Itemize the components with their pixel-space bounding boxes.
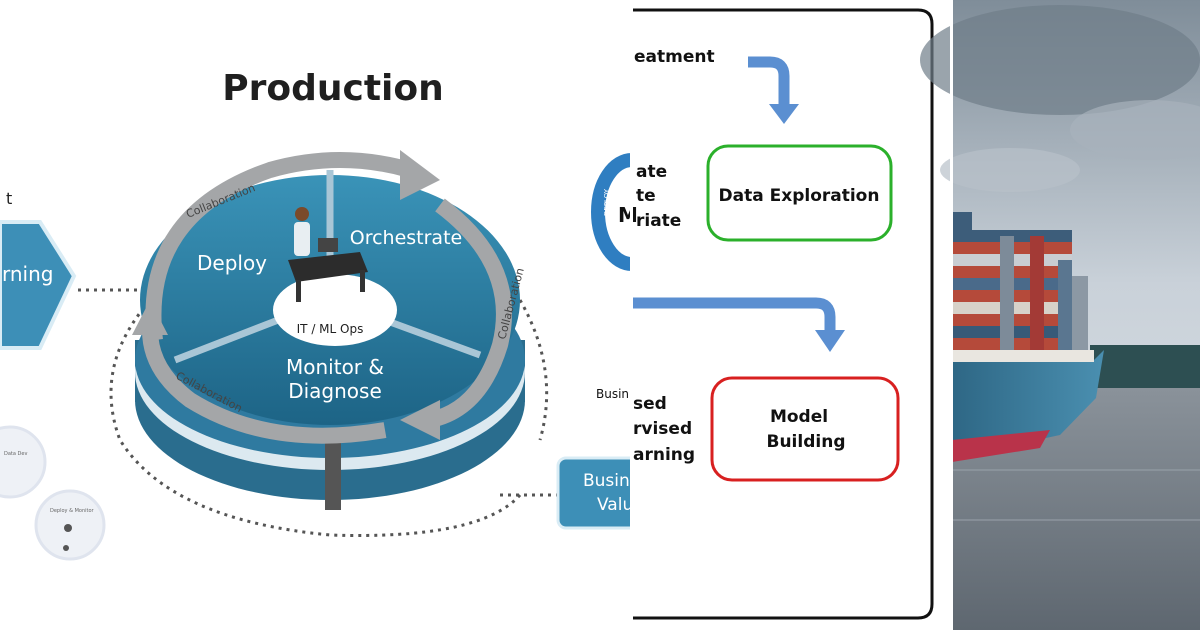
disk-pillar: [325, 430, 341, 510]
cloud: [940, 148, 1080, 192]
small-circle-2-label: Deploy & Monitor: [50, 508, 95, 514]
bottom-partial-line-2: rvised: [633, 419, 692, 439]
ship-hull-red: [952, 430, 1050, 462]
deploy-circle-label: DEPLOY: [603, 188, 611, 216]
segment-orchestrate: Orchestrate: [350, 227, 462, 249]
left-panel: Production rning t Collaboration Collabo…: [0, 68, 660, 561]
model-building-line2: Building: [767, 432, 846, 452]
business-value-line1: Busin: [583, 471, 630, 491]
left-chevron-label: rning: [2, 262, 53, 286]
person-body-icon: [294, 222, 310, 256]
deploy-circle-letter: M: [618, 203, 638, 227]
partial-line-1: ate: [636, 162, 667, 182]
ring-arrow-right: [428, 198, 512, 428]
shoreline-trees: [1090, 345, 1200, 390]
laptop-icon: [318, 238, 338, 252]
model-building-line1: Model: [770, 407, 828, 427]
right-panel-photo: [920, 0, 1200, 630]
center-hub-label: IT / ML Ops: [297, 322, 364, 336]
partial-line-3: riate: [636, 211, 681, 231]
person-head-icon: [295, 207, 309, 221]
separator: [950, 0, 953, 630]
ship-hull: [952, 350, 1104, 458]
middle-panel: eatment DEPLOY M ate te riate Data Explo…: [591, 0, 952, 630]
deploy-partial-circle: [591, 153, 633, 271]
gear-icon: [63, 545, 69, 551]
ship-deck: [952, 350, 1094, 362]
arrow-middle-head: [815, 330, 845, 352]
data-exploration-box: [706, 144, 893, 242]
small-circle-1: [0, 425, 47, 499]
left-chevron-box: [0, 220, 77, 350]
desk-leg-icon: [360, 270, 365, 292]
business-value-line2: Valu: [597, 495, 633, 515]
arrow-top-elbow: [748, 56, 790, 108]
flowchart-frame: [632, 8, 934, 620]
ring-arrowhead-top: [400, 150, 440, 200]
ring-arrowhead-right: [400, 400, 440, 440]
cloud: [920, 5, 1200, 115]
segment-deploy: Deploy: [197, 251, 267, 275]
partial-line-2: te: [636, 186, 656, 206]
center-hub: [273, 274, 397, 346]
ring-arrow-bottom: [142, 329, 387, 444]
small-circle-1-label: Data Dev: [4, 451, 27, 457]
segment-diagnose: Diagnose: [288, 379, 382, 403]
bottom-partial-line-0: Busin: [596, 387, 629, 401]
segment-monitor: Monitor &: [286, 355, 384, 379]
middle-panel-bg: [632, 0, 952, 630]
ring-arrow-top: [145, 152, 413, 341]
data-exploration-label: Data Exploration: [719, 186, 880, 206]
bottom-partial-line-3: arning: [633, 445, 695, 465]
dotted-loop: [109, 288, 522, 537]
left-top-partial-text: t: [6, 189, 12, 208]
brain-icon: [64, 524, 72, 532]
top-partial-text: eatment: [634, 47, 715, 67]
separator: [630, 0, 633, 630]
production-title: Production: [222, 68, 444, 109]
desk-leg-icon: [296, 280, 301, 302]
bottom-partial-line-1: sed: [633, 394, 667, 414]
cloud: [1070, 100, 1200, 160]
ring-arrowhead-bottom: [132, 300, 168, 335]
arrow-middle-elbow: [632, 297, 836, 334]
dotted-connector-right: [518, 299, 549, 441]
arrow-top-head: [769, 104, 799, 124]
container-stacks: [952, 212, 1088, 350]
desk-top-icon: [288, 252, 368, 282]
model-building-box: [710, 376, 900, 482]
